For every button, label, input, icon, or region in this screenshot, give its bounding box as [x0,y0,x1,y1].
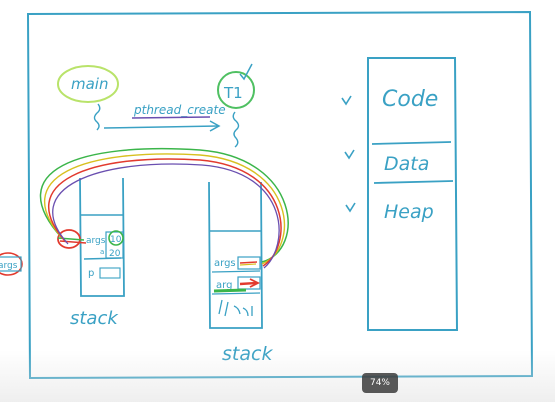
right-stack-scribble [218,299,253,317]
right-args-arrow-red [239,261,258,264]
main-label: main [71,75,108,93]
segment-divider-data-heap [373,180,454,184]
left-a-label: a [100,248,104,256]
check-mark-heap [345,202,356,213]
segment-divider-code-data [371,141,452,145]
left-value-10: 10 [110,235,122,245]
right-args-arrow-yellow [239,263,257,266]
left-value-20: 20 [109,249,121,259]
long-arc-yellow [43,153,285,265]
pthread-create-label: pthread_create [133,103,226,117]
right-arg-arrowhead [249,278,261,288]
t1-squiggle [232,111,240,148]
side-args-label: args [0,261,18,271]
right-stack-label: stack [222,343,273,365]
left-p-box [99,267,121,279]
left-args-label: args [86,236,106,246]
zoom-level-badge: 74% [362,373,398,393]
right-stack-mid-line [211,270,261,273]
side-args-red-circle [0,252,23,276]
right-args-box [237,256,261,270]
right-arg-label: arg [216,280,232,291]
segment-label-code: Code [382,87,438,112]
t1-tick [239,63,253,81]
t1-highlight-circle [217,71,255,109]
main-squiggle [93,103,101,131]
long-arc-green [39,147,289,263]
check-mark-data [344,149,355,160]
left-arrow-red [59,240,87,244]
long-arc-red [48,158,282,267]
segment-label-data: Data [384,153,429,175]
left-stack-label: stack [70,308,119,329]
memory-segments-column [367,57,459,331]
right-arg-highlight [213,288,247,293]
right-stack-walls [208,181,263,329]
main-highlight-circle [57,65,119,103]
right-stack-low-line [211,292,261,295]
long-arc-purple [52,163,280,269]
pthread-create-arrow [103,125,219,129]
side-args-box [0,256,22,272]
t1-label: T1 [223,84,243,102]
pthread-create-arrowhead [209,120,221,132]
segment-label-heap: Heap [384,201,434,223]
left-args-box [105,231,124,259]
right-args-label: args [214,258,236,269]
right-arg-arrow-red [239,281,257,286]
pthread-create-underline [131,116,211,119]
check-mark-code [341,95,352,106]
left-p-label: p [88,268,94,279]
left-args-green-circle [108,230,124,246]
